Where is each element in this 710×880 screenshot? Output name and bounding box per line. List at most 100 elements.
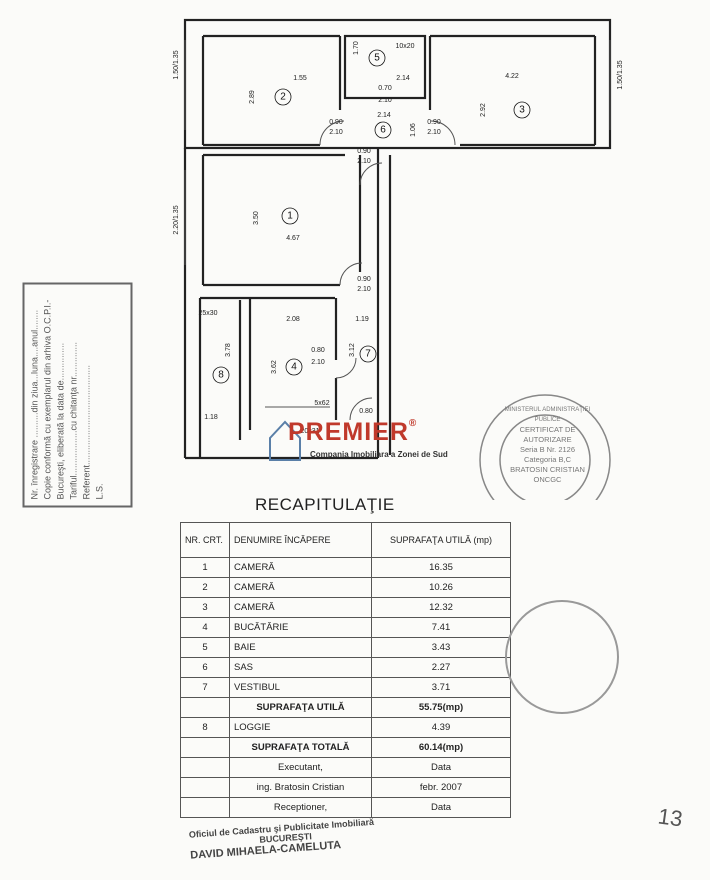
page-number: 13 [656, 803, 685, 832]
door-arc-2 [319, 120, 345, 146]
dim-label: 4.67 [286, 235, 300, 242]
door-arc-3 [430, 120, 456, 146]
door-arc-4 [335, 357, 357, 379]
cell-empty [180, 777, 230, 798]
dim-label: 3.62 [271, 360, 278, 374]
total-value: 60.14(mp) [371, 737, 511, 758]
dim-label: 1.50/1.35 [617, 60, 624, 89]
dim-label: 1.19 [355, 316, 369, 323]
dim-label: 0.90 [357, 276, 371, 283]
dim-label: 0.70 [378, 85, 392, 92]
dim-label: 0.90 [427, 119, 441, 126]
stamp-ministry: MINISTERUL ADMINISTRAŢIEI PUBLICE [504, 407, 591, 423]
dim-label: 2.89 [249, 90, 256, 104]
cell-empty [180, 737, 230, 758]
dim-label: 2.14 [396, 75, 410, 82]
stamp-name: BRATOSIN CRISTIAN [510, 465, 585, 474]
dim-label: 4.22 [505, 73, 519, 80]
room-8-marker [212, 366, 230, 384]
cell-nr: 1 [180, 557, 230, 578]
cell-name: BUCĂTĂRIE [229, 617, 372, 638]
dim-label: 10x20 [395, 43, 414, 50]
cell-name: CAMERĂ [229, 597, 372, 618]
dim-label: 2.20/1.35 [173, 205, 180, 234]
dim-label: 2.14 [377, 112, 391, 119]
door-arc-hall [339, 262, 363, 286]
room-1-num: 1 [287, 211, 293, 222]
dim-label: 20x31 [300, 428, 319, 435]
cell-empty [180, 757, 230, 778]
cell-area: 16.35 [371, 557, 511, 578]
stamp-circle-1 [479, 394, 611, 500]
cell-empty [180, 797, 230, 818]
plan-upper-outline [183, 18, 612, 150]
receptioner-row: Receptioner,Data [180, 797, 511, 818]
stamp-line: Referent................................… [81, 364, 92, 500]
dim-label: 0.80 [359, 408, 373, 415]
room-6-marker [374, 121, 392, 139]
cell-name: BAIE [229, 637, 372, 658]
dim-label: 1.70 [353, 41, 360, 55]
room-3-num: 3 [519, 105, 525, 116]
dim-label: 2.10 [329, 129, 343, 136]
brand-logo: PREMIER® [288, 418, 417, 447]
room-7-marker [359, 345, 377, 363]
room-6-num: 6 [380, 125, 386, 136]
header-name: DENUMIRE ÎNCĂPERE [229, 522, 372, 558]
dim-label: 0.90 [329, 119, 343, 126]
receptioner-label: Receptioner, [229, 797, 372, 818]
room-5-marker [368, 49, 386, 67]
cell-area: 3.71 [371, 677, 511, 698]
room-8-num: 8 [218, 370, 224, 381]
dim-label: 1.55 [293, 75, 307, 82]
cell-nr: 4 [180, 617, 230, 638]
stamp-line: L.S. [94, 483, 105, 500]
receptioner-date-label: Data [371, 797, 511, 818]
dim-label: 3.50 [253, 211, 260, 225]
executant-row: Executant,Data [180, 757, 511, 778]
util-label: SUPRAFAŢA UTILĂ [229, 697, 372, 718]
util-value: 55.75(mp) [371, 697, 511, 718]
cell-name: CAMERĂ [229, 577, 372, 598]
dim-label: 0.90 [357, 148, 371, 155]
cell-empty [180, 697, 230, 718]
room-5-num: 5 [374, 53, 380, 64]
dim-label: 2.10 [357, 158, 371, 165]
dim-label: 25x30 [198, 310, 217, 317]
stamp-category: Categoria B,C [523, 455, 572, 464]
brand-subtitle: Compania Imobiliara a Zonei de Sud [310, 450, 448, 459]
door-arc-entry [349, 397, 373, 421]
executant-date-label: Data [371, 757, 511, 778]
header-area: SUPRAFAŢA UTILĂ (mp) [371, 522, 511, 558]
dim-label: 2.10 [357, 286, 371, 293]
total-label: SUPRAFAŢA TOTALĂ [229, 737, 372, 758]
cell-nr: 8 [180, 717, 230, 738]
room-4-num: 4 [291, 362, 297, 373]
engineer-name: ing. Bratosin Cristian [229, 777, 372, 798]
brand-name: PREMIER [288, 418, 409, 446]
stamp-circle-2 [505, 600, 619, 714]
dim-label: 2.92 [480, 103, 487, 117]
engineer-date: febr. 2007 [371, 777, 511, 798]
dim-label: 0.80 [311, 347, 325, 354]
room-3-marker [513, 101, 531, 119]
cell-nr: 5 [180, 637, 230, 658]
dim-label: 3.78 [225, 343, 232, 357]
stamp-line: Tariful..................cu chitanţa nr.… [68, 341, 79, 500]
stamp-line: Copie conformă cu exemplarul din arhiva … [42, 299, 53, 500]
header-nr: NR. CRT. [180, 522, 230, 558]
cell-area: 4.39 [371, 717, 511, 738]
cell-area: 3.43 [371, 637, 511, 658]
dim-label: 2.10 [378, 97, 392, 104]
